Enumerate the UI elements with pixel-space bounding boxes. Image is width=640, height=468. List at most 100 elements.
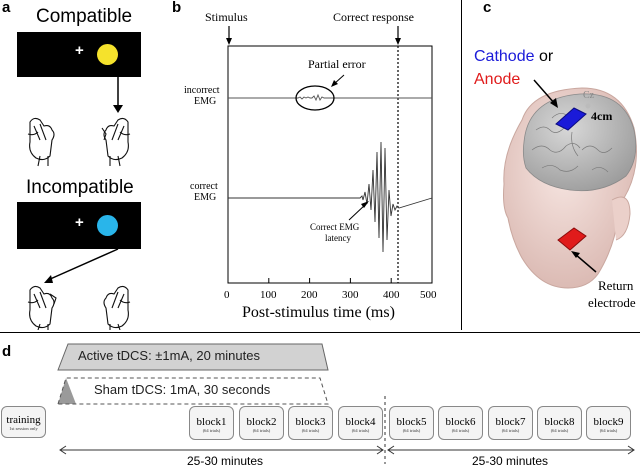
incompatible-title: Incompatible xyxy=(26,177,134,198)
return-label-1: Return xyxy=(598,278,634,293)
block-7: block7(64 trials) xyxy=(488,406,533,440)
training-label: training xyxy=(6,414,41,426)
active-tdcs-label: Active tDCS: ±1mA, 20 minutes xyxy=(78,348,260,363)
block-trials: (64 trials) xyxy=(402,428,421,433)
stimulus-arrow xyxy=(226,26,232,45)
correct-emg-label-1: correct xyxy=(190,181,218,192)
block-label: block2 xyxy=(246,416,277,428)
correct-emg-trace xyxy=(228,141,433,253)
x-tick-500: 500 xyxy=(420,289,437,301)
duration-right-label: 25-30 minutes xyxy=(472,454,549,468)
training-block: training 1st session only xyxy=(1,406,46,438)
correct-emg-label-2: EMG xyxy=(194,192,216,203)
block-3: block3(64 trials) xyxy=(288,406,333,440)
compatible-screen: + xyxy=(17,32,141,77)
block-2: block2(64 trials) xyxy=(239,406,284,440)
block-label: block1 xyxy=(196,416,227,428)
fixation-cross: + xyxy=(75,42,84,59)
x-tick-300: 300 xyxy=(342,289,359,301)
block-8: block8(64 trials) xyxy=(537,406,582,440)
response-hands-top xyxy=(27,117,131,167)
cz-label: Cz xyxy=(583,90,595,101)
correct-response-arrow xyxy=(395,26,401,45)
block-label: block8 xyxy=(544,416,575,428)
x-tick-0: 0 xyxy=(224,289,230,301)
cz-marker xyxy=(585,103,591,109)
block-9: block9(64 trials) xyxy=(586,406,631,440)
fixation-cross: + xyxy=(75,214,84,231)
block-label: block3 xyxy=(295,416,326,428)
active-tdcs-bar xyxy=(57,343,329,371)
panel-a-graphics xyxy=(27,77,131,330)
latency-label-1: Correct EMG xyxy=(310,222,360,232)
cathode-or-label: Cathode or xyxy=(474,48,553,66)
x-axis-label: Post-stimulus time (ms) xyxy=(242,304,395,321)
response-hands-bottom xyxy=(27,285,131,330)
duration-left-label: 25-30 minutes xyxy=(187,454,264,468)
stimulus-label: Stimulus xyxy=(205,10,248,24)
panel-divider-horizontal xyxy=(0,332,640,333)
block-trials: (64 trials) xyxy=(351,428,370,433)
block-1: block1(64 trials) xyxy=(189,406,234,440)
sham-tdcs-bar xyxy=(57,377,329,405)
plot-frame xyxy=(227,45,433,284)
block-trials: (64 trials) xyxy=(599,428,618,433)
ear-shape xyxy=(611,196,631,241)
blue-stimulus-dot xyxy=(97,215,118,236)
x-tick-200: 200 xyxy=(301,289,318,301)
incorrect-emg-trace xyxy=(228,93,432,102)
block-4: block4(64 trials) xyxy=(338,406,383,440)
emg-trace-figure: Stimulus Correct response incorrect EMG … xyxy=(184,10,437,321)
cathode-label: Cathode xyxy=(474,48,535,65)
duration-arrow-left xyxy=(59,445,384,455)
incompatible-screen: + xyxy=(17,202,141,249)
partial-error-arrow xyxy=(331,74,345,87)
return-label-2: electrode xyxy=(588,295,636,310)
block-trials: (64 trials) xyxy=(501,428,520,433)
cathode-arrow xyxy=(533,79,558,108)
sham-ramp xyxy=(58,378,76,404)
anode-label: Anode xyxy=(474,71,521,88)
panel-d-letter: d xyxy=(2,343,12,360)
partial-error-label: Partial error xyxy=(308,57,366,71)
block-trials: (64 trials) xyxy=(202,428,221,433)
return-electrode xyxy=(557,227,587,251)
block-label: block9 xyxy=(593,416,624,428)
incompatible-arrow xyxy=(44,248,119,283)
block-trials: (64 trials) xyxy=(301,428,320,433)
correct-response-label: Correct response xyxy=(333,10,414,24)
panel-a-letter: a xyxy=(2,0,11,16)
block-label: block7 xyxy=(495,416,526,428)
duration-arrow-right xyxy=(387,445,635,455)
block-label: block6 xyxy=(445,416,476,428)
block-5: block5(64 trials) xyxy=(389,406,434,440)
panel-c-letter: c xyxy=(483,0,492,16)
active-electrode xyxy=(555,107,587,131)
yellow-stimulus-dot xyxy=(97,44,118,65)
protocol-timeline xyxy=(57,343,635,464)
block-6: block6(64 trials) xyxy=(438,406,483,440)
electrode-size-label: 4cm xyxy=(591,109,612,123)
x-tick-400: 400 xyxy=(383,289,400,301)
head-montage-figure: Cz 4cm Return electrode xyxy=(503,79,637,310)
x-tick-100: 100 xyxy=(260,289,277,301)
panel-divider-vertical xyxy=(461,0,462,330)
incorrect-emg-label-2: EMG xyxy=(194,96,216,107)
incorrect-emg-label-1: incorrect xyxy=(184,85,220,96)
brain-folds xyxy=(531,111,613,173)
block-trials: (64 trials) xyxy=(252,428,271,433)
training-sub-label: 1st session only xyxy=(9,426,38,431)
brain-shape xyxy=(522,93,637,192)
or-label: or xyxy=(534,48,554,65)
partial-error-circle xyxy=(295,85,335,111)
panel-b-letter: b xyxy=(172,0,182,16)
latency-label-2: latency xyxy=(325,233,351,243)
x-axis-ticks xyxy=(227,278,433,283)
block-trials: (64 trials) xyxy=(550,428,569,433)
sham-tdcs-label: Sham tDCS: 1mA, 30 seconds xyxy=(94,382,271,397)
compatible-arrow xyxy=(113,77,123,113)
compatible-title: Compatible xyxy=(36,6,133,27)
block-label: block4 xyxy=(345,416,376,428)
return-electrode-arrow xyxy=(571,251,597,273)
block-label: block5 xyxy=(396,416,427,428)
